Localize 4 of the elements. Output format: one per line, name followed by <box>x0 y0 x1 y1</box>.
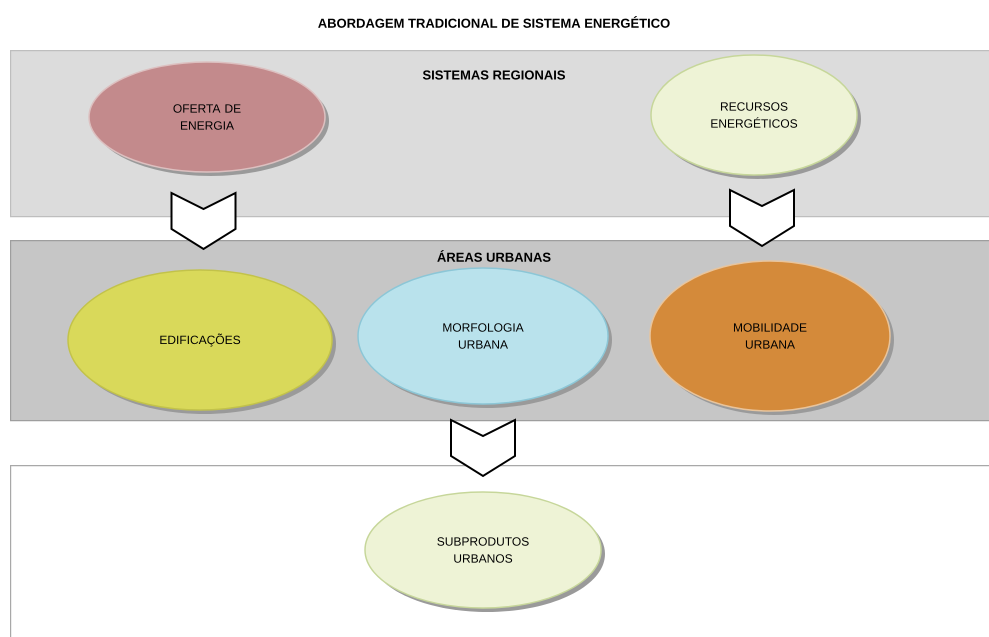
chevron-arrow <box>729 188 795 248</box>
title: ABORDAGEM TRADICIONAL DE SISTEMA ENERGÉTICO <box>318 16 670 28</box>
chevron-arrow <box>450 418 516 478</box>
chevron-arrow <box>170 191 236 250</box>
